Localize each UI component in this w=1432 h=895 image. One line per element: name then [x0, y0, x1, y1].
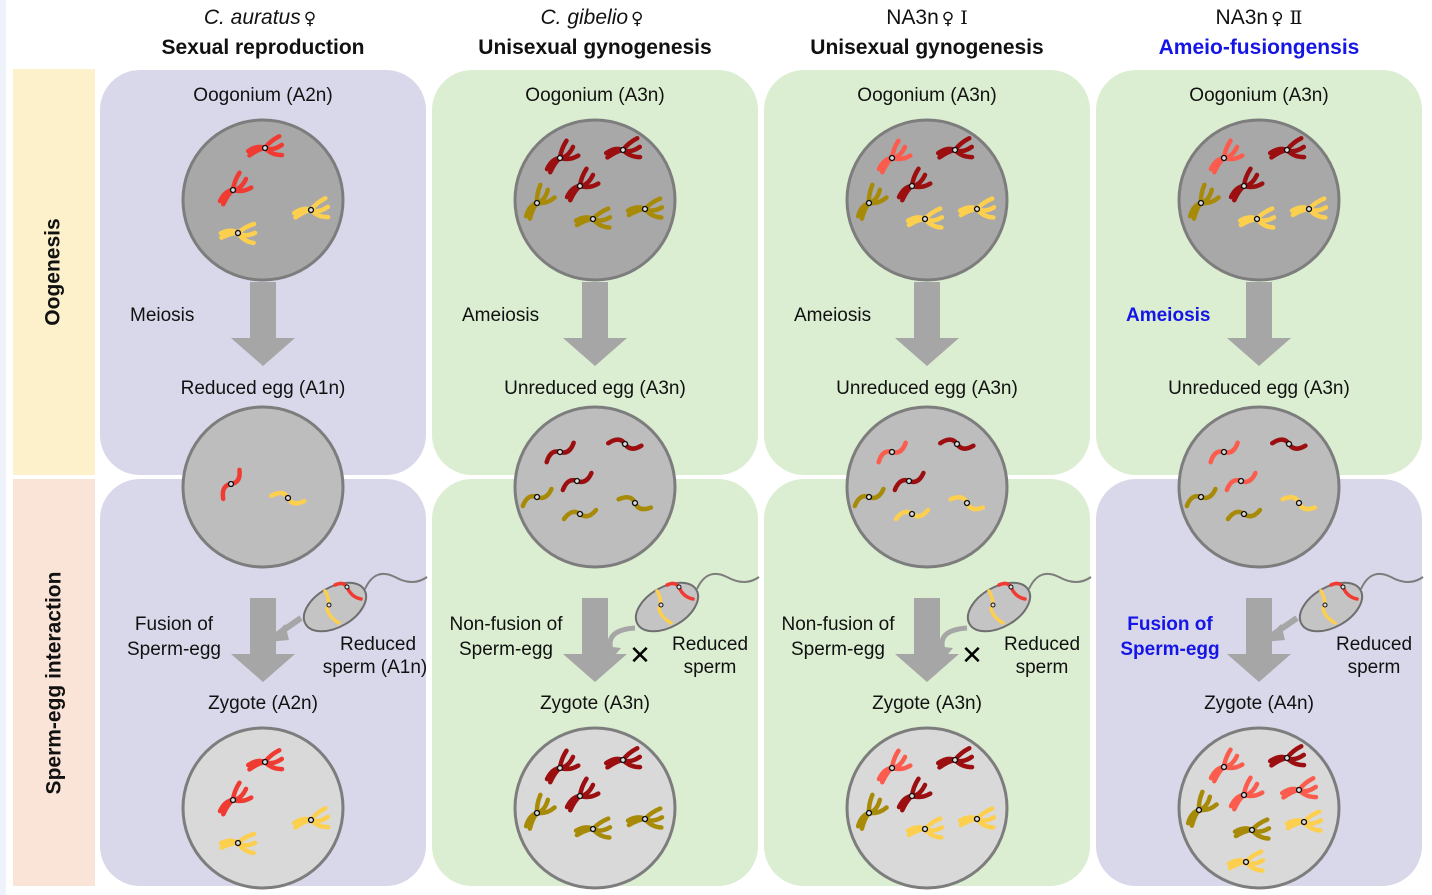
oogenesis-panel-1 [100, 70, 426, 475]
interaction-label-line1: Non-fusion of [449, 614, 563, 635]
division-label: Ameiosis [462, 305, 540, 326]
division-label: Ameiosis [1126, 305, 1211, 326]
column-header-2: C. gibelio♀ Unisexual gynogenesis [430, 4, 760, 63]
female-symbol-icon: ♀ [941, 9, 955, 29]
interaction-label-line2: Sperm-egg [459, 639, 553, 660]
female-symbol-icon: ♀ [303, 9, 317, 29]
sperm-label-line1: Reduced [1003, 634, 1081, 655]
division-label: Meiosis [130, 305, 195, 326]
strain-number: Ⅱ [1289, 7, 1303, 29]
egg-label: Unreduced egg (A3n) [836, 378, 1018, 399]
interaction-panel-4 [1096, 479, 1422, 886]
reproduction-mode: Unisexual gynogenesis [810, 36, 1044, 59]
zygote-label: Zygote (A2n) [208, 693, 318, 714]
column-header-1: C. auratus♀ Sexual reproduction [98, 4, 428, 63]
egg-label: Reduced egg (A1n) [180, 378, 346, 399]
oogonium-label: Oogonium (A3n) [857, 85, 997, 106]
oogenesis-panel-3 [764, 70, 1090, 475]
sperm-label-line1: Reduced [1335, 634, 1413, 655]
species-name: NA3n [886, 6, 939, 29]
reproduction-mode: Sexual reproduction [161, 36, 365, 59]
zygote-label: Zygote (A4n) [1204, 693, 1314, 714]
sperm-label-line2: sperm (A1n) [322, 657, 428, 678]
division-label: Ameiosis [794, 305, 872, 326]
oogonium-label: Oogonium (A2n) [193, 85, 333, 106]
interaction-label-line2: Sperm-egg [791, 639, 885, 660]
egg-label: Unreduced egg (A3n) [504, 378, 686, 399]
interaction-panel-2 [432, 479, 758, 886]
row-label-oogenesis-text: Oogenesis [42, 218, 65, 326]
row-label-sperm-egg-interaction: Sperm-egg interaction [13, 479, 95, 886]
column-header-3: NA3n♀Ⅰ Unisexual gynogenesis [762, 4, 1092, 63]
sperm-label-line1: Reduced [339, 634, 417, 655]
column-header-4: NA3n♀Ⅱ Ameio-fusiongensis [1094, 4, 1424, 63]
egg-label: Unreduced egg (A3n) [1168, 378, 1350, 399]
species-name: C. auratus [203, 6, 301, 29]
interaction-panel-1 [100, 479, 426, 886]
interaction-panel-3 [764, 479, 1090, 886]
interaction-label-line1: Fusion of [1127, 614, 1213, 635]
oogonium-label: Oogonium (A3n) [1189, 85, 1329, 106]
interaction-label-line2: Sperm-egg [1120, 639, 1220, 660]
row-label-oogenesis: Oogenesis [13, 69, 95, 475]
interaction-label-line1: Non-fusion of [781, 614, 895, 635]
zygote-label: Zygote (A3n) [540, 693, 650, 714]
interaction-label-line2: Sperm-egg [127, 639, 221, 660]
female-symbol-icon: ♀ [631, 9, 644, 29]
sperm-label-line2: sperm [683, 657, 737, 678]
sperm-label-line2: sperm [1015, 657, 1069, 678]
row-label-interaction-text: Sperm-egg interaction [42, 571, 65, 794]
left-edge-strip [0, 0, 6, 895]
reproduction-mode: Ameio-fusiongensis [1158, 36, 1360, 59]
female-symbol-icon: ♀ [1271, 9, 1284, 29]
reproduction-mode: Unisexual gynogenesis [478, 36, 712, 59]
oogenesis-panel-4 [1096, 70, 1422, 475]
species-name: C. gibelio [540, 6, 629, 29]
species-name: NA3n [1215, 6, 1269, 29]
sperm-label-line2: sperm [1347, 657, 1401, 678]
sperm-label-line1: Reduced [671, 634, 749, 655]
oogonium-label: Oogonium (A3n) [525, 85, 665, 106]
strain-number: Ⅰ [960, 7, 968, 29]
zygote-label: Zygote (A3n) [872, 693, 982, 714]
interaction-label-line1: Fusion of [134, 614, 214, 635]
oogenesis-panel-2 [432, 70, 758, 475]
